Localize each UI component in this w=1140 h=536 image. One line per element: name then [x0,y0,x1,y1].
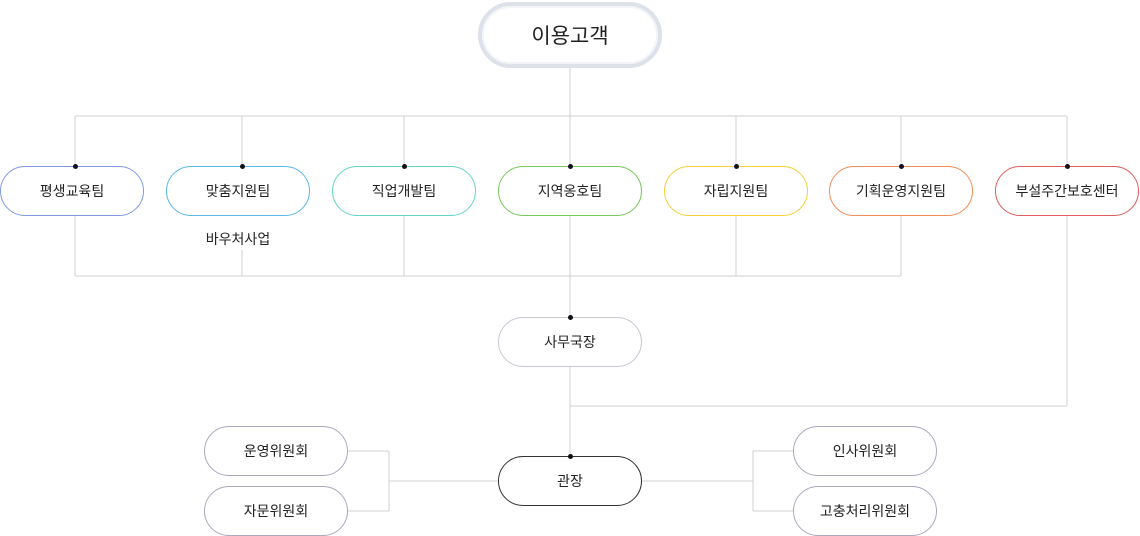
dept-label: 지역옹호팀 [537,184,603,200]
top-node-customers: 이용고객 [478,2,662,68]
dept-custom-support: 맞춤지원팀 [166,166,310,216]
dept-lifelong-education: 평생교육팀 [0,166,144,216]
secretary-general-node: 사무국장 [498,317,642,367]
committee-label: 자문위원회 [243,504,309,520]
committee-operations: 운영위원회 [204,426,348,476]
dept-day-care-center: 부설주간보호센터 [995,166,1139,216]
dept-label: 부설주간보호센터 [1015,184,1119,200]
dept-job-development: 직업개발팀 [332,166,476,216]
connector-dot [401,163,407,169]
dept-planning-operations: 기획운영지원팀 [829,166,973,216]
dept-label: 자립지원팀 [703,184,769,200]
secretary-label: 사무국장 [544,335,596,351]
connector-dot [567,163,573,169]
voucher-note: 바우처사업 [205,232,271,248]
dept-community-advocacy: 지역옹호팀 [498,166,642,216]
connector-dot [239,163,245,169]
connector-dot [567,453,573,459]
connector-dot [1064,163,1070,169]
director-label: 관장 [557,474,583,490]
connector-dot [567,314,573,320]
dept-label: 맞춤지원팀 [205,184,271,200]
connector-dot [72,163,78,169]
committee-label: 운영위원회 [243,444,309,460]
top-node-label: 이용고객 [531,24,609,48]
committee-label: 인사위원회 [832,444,898,460]
committee-grievance: 고충처리위원회 [793,486,937,536]
committee-label: 고충처리위원회 [819,504,911,520]
connector-dot [898,163,904,169]
connector-dot [733,163,739,169]
dept-label: 평생교육팀 [39,184,105,200]
committee-personnel: 인사위원회 [793,426,937,476]
dept-label: 직업개발팀 [371,184,437,200]
dept-independence-support: 자립지원팀 [664,166,808,216]
committee-advisory: 자문위원회 [204,486,348,536]
director-node: 관장 [498,456,642,506]
dept-label: 기획운영지원팀 [855,184,947,200]
